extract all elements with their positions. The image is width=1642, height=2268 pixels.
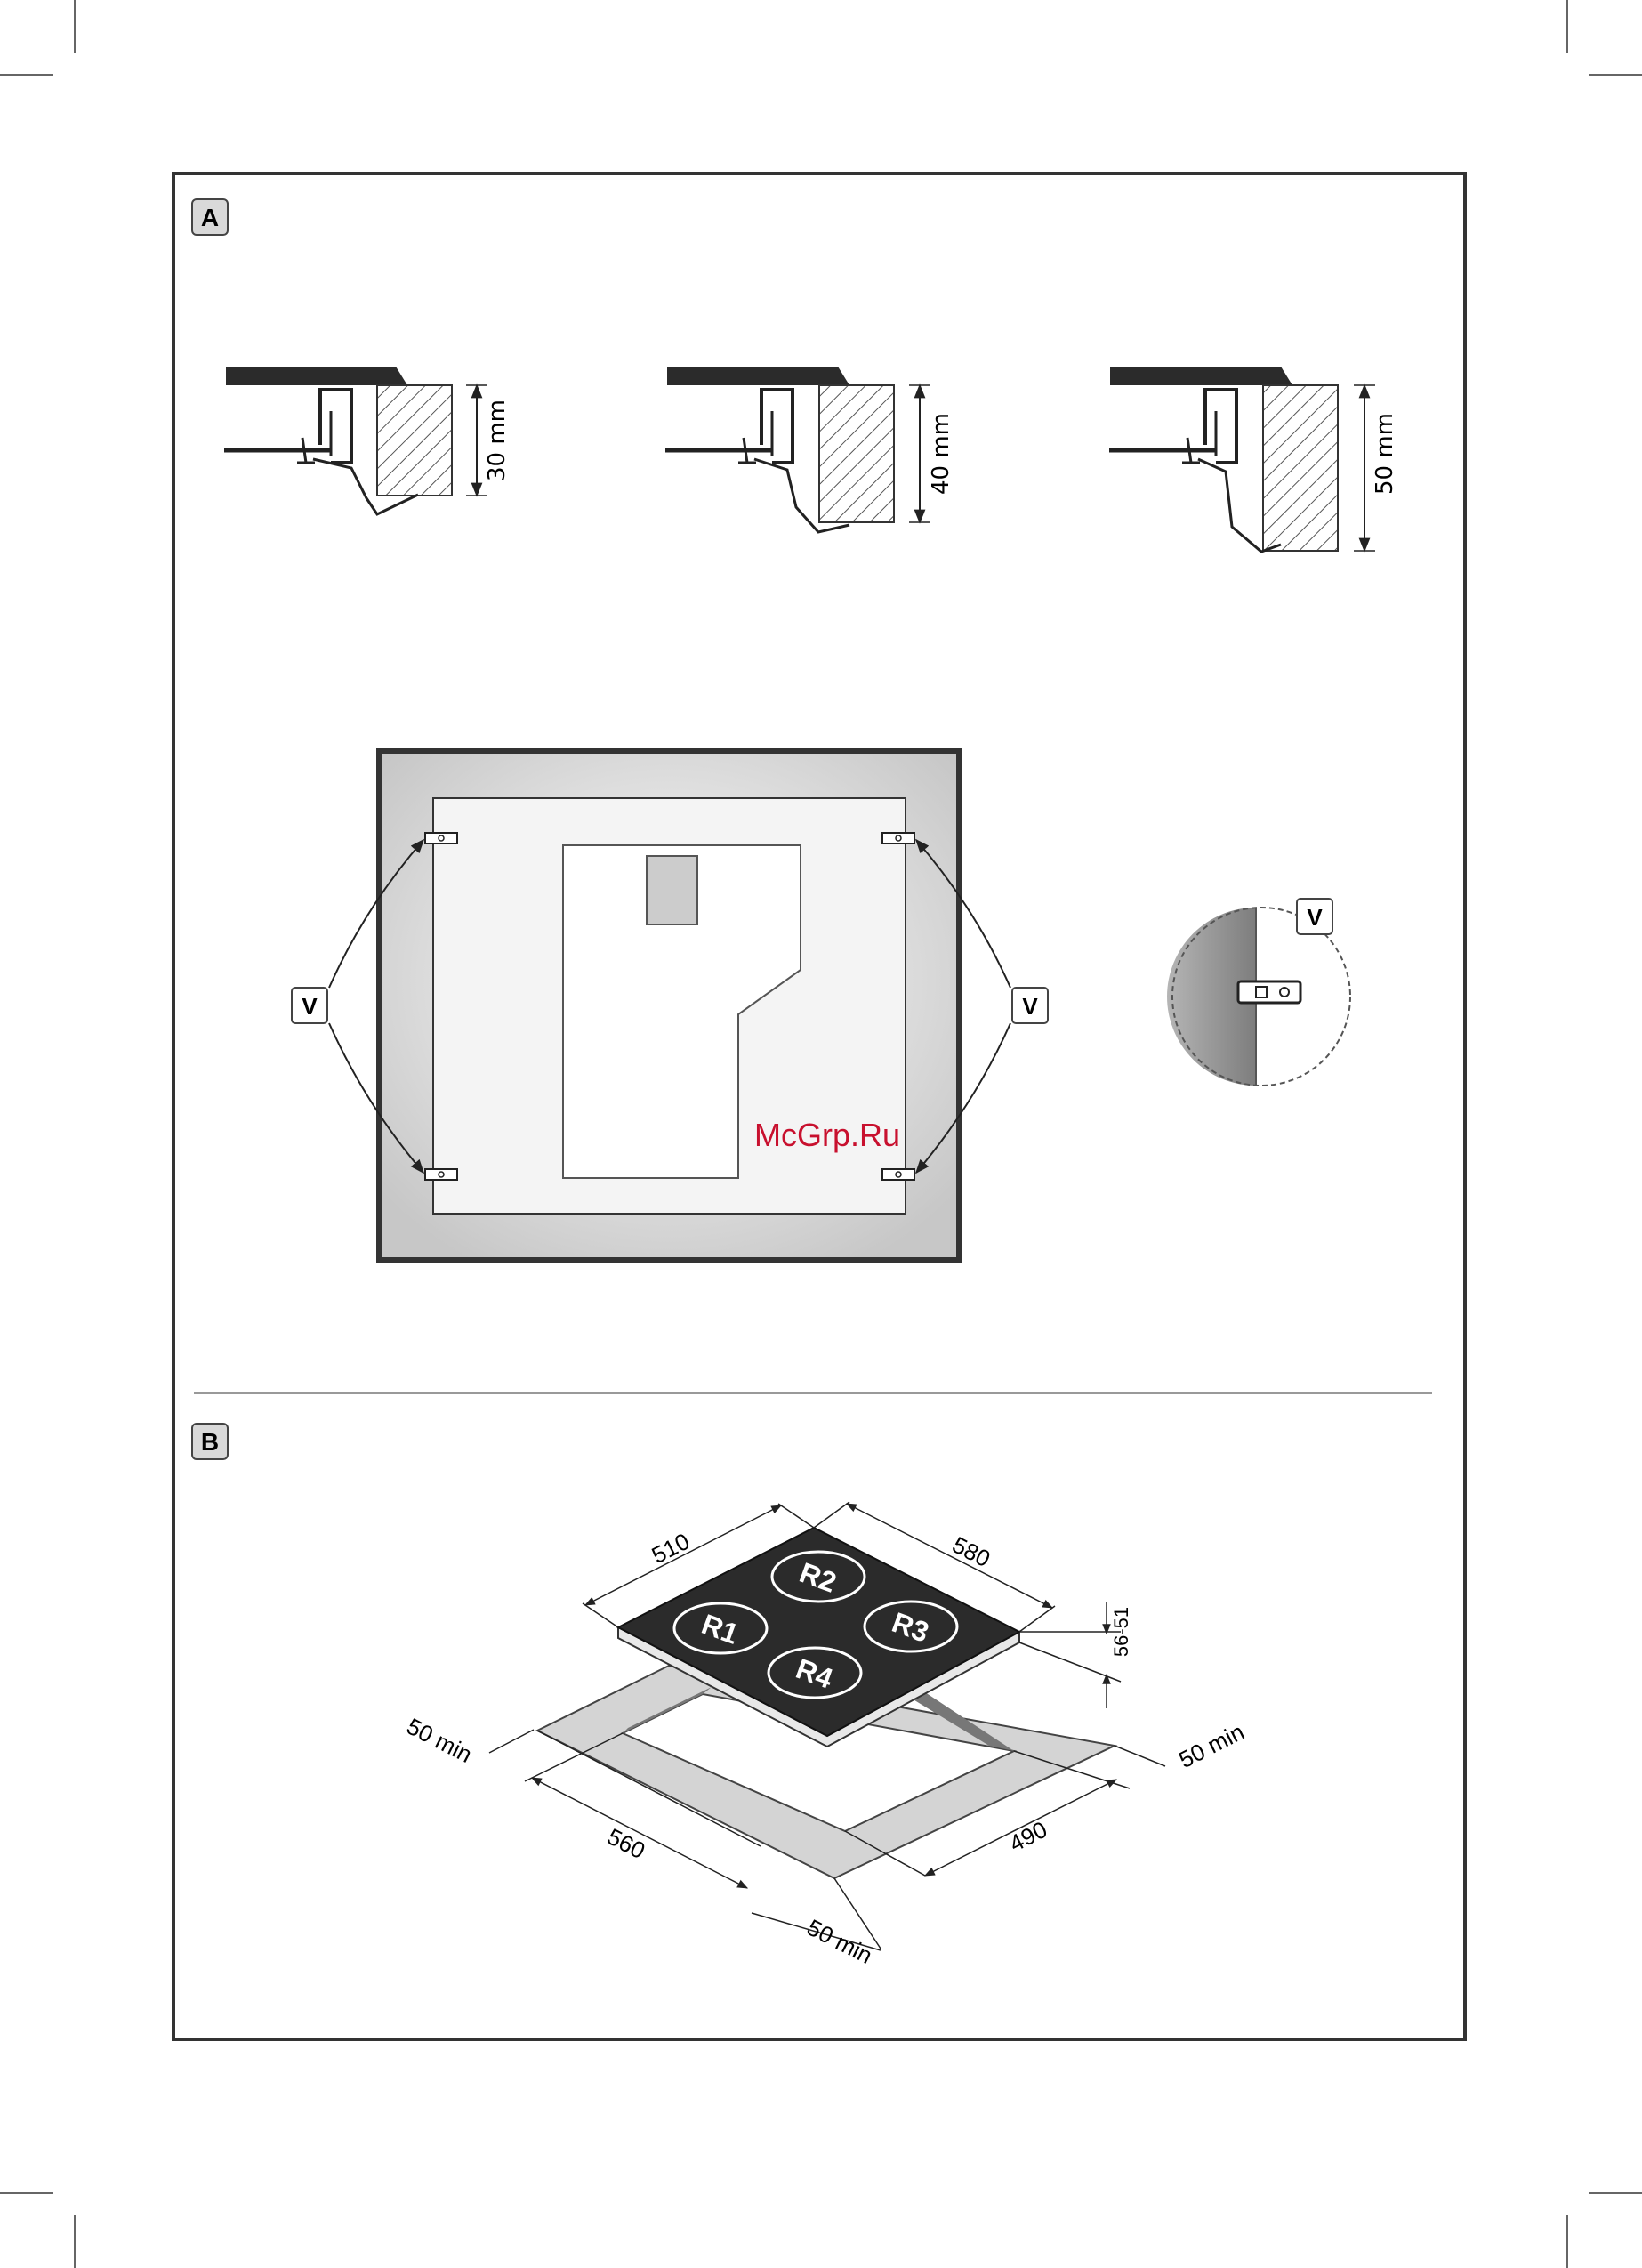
fixing-clip	[425, 1169, 457, 1180]
clearance-left-label: 50 min	[403, 1713, 477, 1768]
connection-box	[647, 856, 697, 924]
section-b-label: B	[201, 1428, 219, 1456]
clearance-front-label: 50 min	[803, 1914, 877, 1969]
callout-v-right: V	[1012, 988, 1048, 1023]
thickness-label-50: 50 mm	[1372, 413, 1398, 495]
callout-v-right-label: V	[1022, 993, 1038, 1020]
callout-v-detail-label: V	[1307, 904, 1323, 931]
clip-detail: V	[1167, 899, 1350, 1086]
fixing-clip	[882, 833, 914, 843]
profile-40mm: 40 mm	[665, 367, 954, 532]
profile-30mm: 30 mm	[224, 367, 511, 514]
callout-v-left-label: V	[302, 993, 318, 1020]
thickness-label-30: 30 mm	[484, 400, 511, 481]
hob-depth-label: 510	[648, 1528, 694, 1569]
hob-height-label: 56-51	[1110, 1607, 1132, 1657]
callout-v-left: V	[292, 988, 327, 1023]
clearance-right-label: 50 min	[1174, 1718, 1248, 1773]
section-b-badge: B	[192, 1424, 228, 1459]
fixing-clip	[425, 833, 457, 843]
fixing-clip	[882, 1169, 914, 1180]
cutout-length-label: 560	[603, 1823, 649, 1864]
cutout-diagram: R2 R1 R3 R4 510 580 56-51	[403, 1502, 1249, 1969]
cutout-depth-label: 490	[1005, 1816, 1051, 1857]
hob-width-label: 580	[948, 1531, 994, 1572]
section-a-badge: A	[192, 199, 228, 235]
thickness-label-40: 40 mm	[928, 413, 954, 495]
section-a-label: A	[201, 204, 219, 231]
profile-50mm: 50 mm	[1109, 367, 1398, 552]
watermark: McGrp.Ru	[754, 1117, 900, 1153]
hob-plan-view: V V McGrp.Ru	[292, 751, 1048, 1260]
callout-v-detail: V	[1297, 899, 1332, 934]
